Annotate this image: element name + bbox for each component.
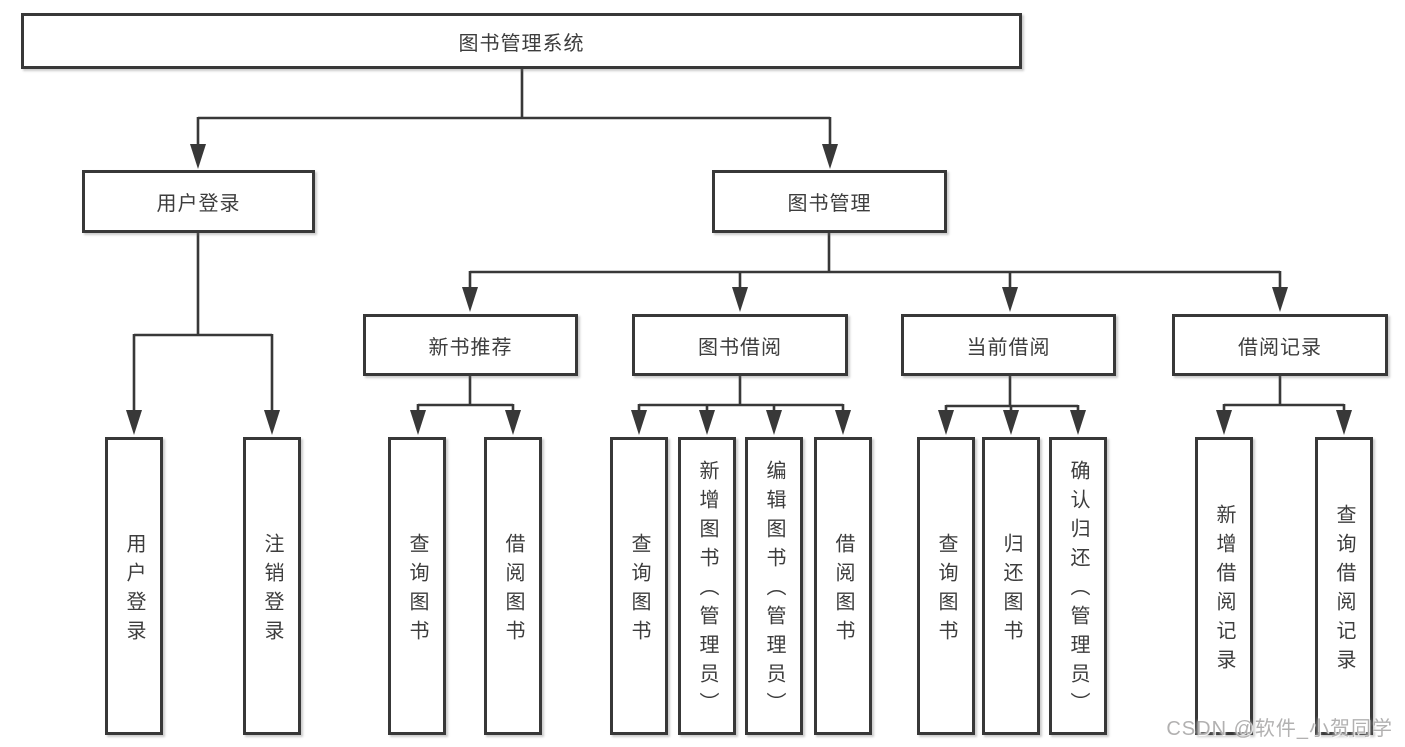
leaf-add-book-admin: 新增图书（管理员） <box>678 437 736 735</box>
leaf-label: 注销登录 <box>261 532 283 649</box>
leaf-label: 归还图书 <box>1000 532 1022 649</box>
leaf-query-book-borrow: 查询图书 <box>610 437 668 735</box>
leaf-query-borrow-record: 查询借阅记录 <box>1315 437 1373 735</box>
leaf-logout: 注销登录 <box>243 437 301 735</box>
node-label: 图书管理 <box>787 193 872 215</box>
node-user-login: 用户登录 <box>82 170 315 233</box>
leaf-label: 借阅图书 <box>502 532 524 649</box>
leaf-borrow-book: 借阅图书 <box>814 437 872 735</box>
node-label: 用户登录 <box>156 193 241 215</box>
node-label: 借阅记录 <box>1238 336 1322 359</box>
leaf-return-book: 归还图书 <box>982 437 1040 735</box>
node-label: 图书借阅 <box>698 336 782 359</box>
node-library-management-system: 图书管理系统 <box>21 13 1022 69</box>
leaf-label: 查询图书 <box>935 532 957 649</box>
leaf-query-book-recommend: 查询图书 <box>388 437 446 735</box>
leaf-add-borrow-record: 新增借阅记录 <box>1195 437 1253 735</box>
node-borrow-record: 借阅记录 <box>1172 314 1388 376</box>
leaf-label: 新增图书（管理员） <box>696 460 718 721</box>
node-book-management: 图书管理 <box>712 170 947 233</box>
leaf-borrow-book-recommend: 借阅图书 <box>484 437 542 735</box>
leaf-confirm-return-admin: 确认归还（管理员） <box>1049 437 1107 735</box>
node-label: 新书推荐 <box>428 336 513 359</box>
leaf-label: 借阅图书 <box>832 532 854 649</box>
leaf-label: 查询图书 <box>406 532 428 649</box>
leaf-label: 查询图书 <box>628 532 650 649</box>
leaf-query-book-current: 查询图书 <box>917 437 975 735</box>
leaf-label: 用户登录 <box>123 532 145 649</box>
node-current-borrow: 当前借阅 <box>901 314 1116 376</box>
leaf-label: 新增借阅记录 <box>1213 503 1235 678</box>
node-label: 图书管理系统 <box>458 32 585 55</box>
leaf-edit-book-admin: 编辑图书（管理员） <box>745 437 803 735</box>
leaf-label: 查询借阅记录 <box>1333 503 1355 678</box>
leaf-label: 编辑图书（管理员） <box>763 460 785 721</box>
node-book-borrow: 图书借阅 <box>632 314 848 376</box>
csdn-watermark: CSDN @软件_小贺同学 <box>1166 718 1393 740</box>
leaf-user-login: 用户登录 <box>105 437 163 735</box>
node-label: 当前借阅 <box>966 336 1051 359</box>
node-new-book-recommend: 新书推荐 <box>363 314 578 376</box>
leaf-label: 确认归还（管理员） <box>1067 460 1089 721</box>
